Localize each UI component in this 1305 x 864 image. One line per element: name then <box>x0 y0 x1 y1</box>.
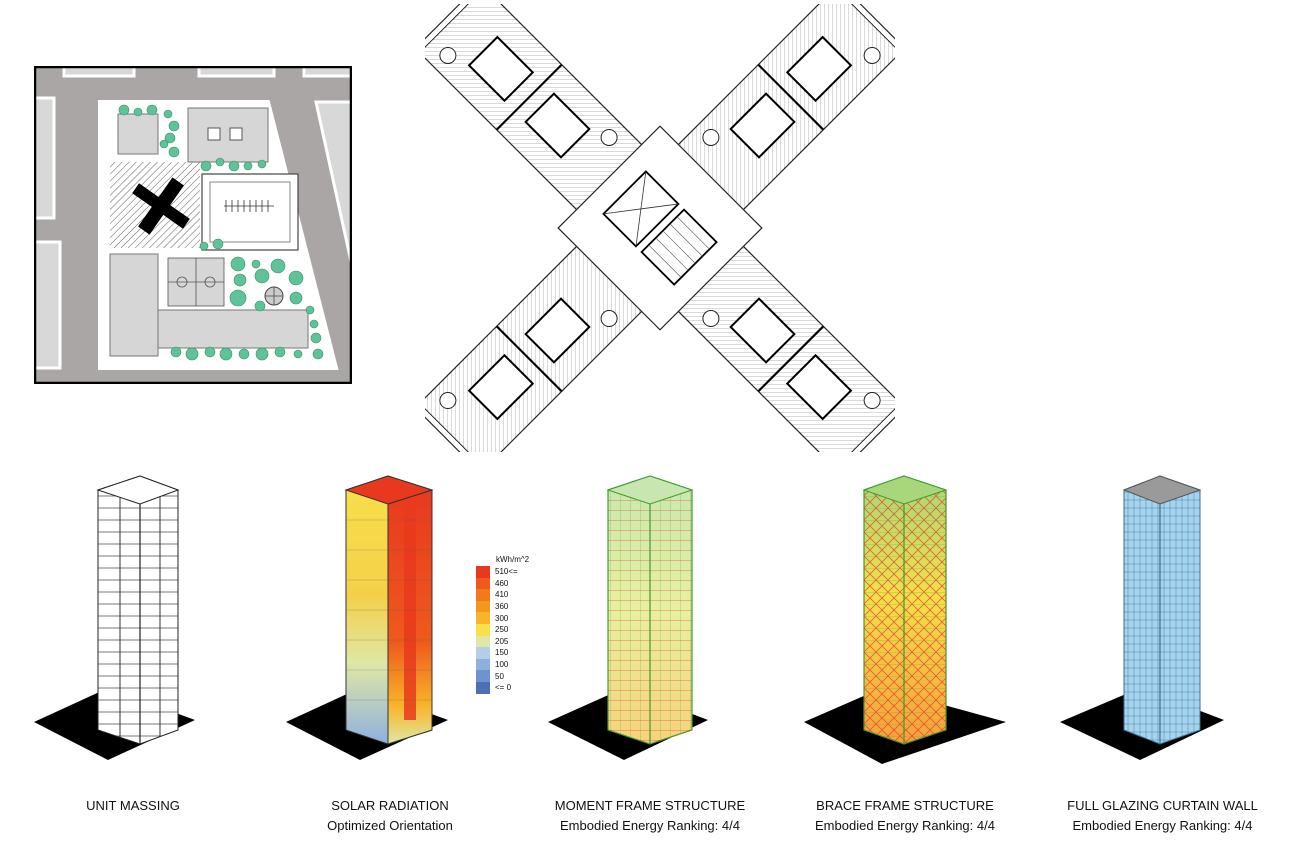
site-plan <box>34 66 352 384</box>
caption-brace-frame: BRACE FRAME STRUCTURE Embodied Energy Ra… <box>805 796 1005 836</box>
legend-label: 100 <box>495 660 509 670</box>
caption-unit-massing: UNIT MASSING <box>48 796 218 816</box>
tower-footprint <box>132 177 190 235</box>
legend-item: 510<= <box>476 566 529 578</box>
top-block <box>197 66 276 78</box>
legend-swatch <box>476 600 490 613</box>
legend-label: 410 <box>495 590 509 600</box>
wing-sw <box>425 244 644 452</box>
caption-solar-radiation: SOLAR RADIATION Optimized Orientation <box>300 796 480 836</box>
roof <box>1122 475 1202 505</box>
legend-swatch <box>476 612 490 624</box>
legend-swatch <box>476 623 490 636</box>
tower-unit-massing <box>34 475 195 760</box>
caption-title: MOMENT FRAME STRUCTURE <box>554 798 746 813</box>
existing-building <box>109 253 159 357</box>
wing-nw <box>425 4 644 212</box>
existing-building <box>157 309 309 349</box>
caption-subtitle: Embodied Energy Ranking: 4/4 <box>560 818 740 833</box>
existing-building <box>117 113 159 155</box>
legend-swatch <box>476 635 490 648</box>
top-block <box>62 66 136 78</box>
legend-label: 150 <box>495 648 509 658</box>
caption-subtitle: Embodied Energy Ranking: 4/4 <box>1072 818 1253 833</box>
legend-item: 50 <box>476 670 529 682</box>
legend-swatch <box>476 647 490 659</box>
legend-label: 510<= <box>495 567 518 577</box>
floor-plan <box>425 4 895 452</box>
legend-item: <= 0 <box>476 681 529 694</box>
legend-item: 100 <box>476 658 529 671</box>
legend-item: 150 <box>476 647 529 659</box>
caption-title: BRACE FRAME STRUCTURE <box>816 798 994 813</box>
tower-curtain-wall <box>1060 475 1224 760</box>
existing-building <box>187 107 269 163</box>
legend-label: 50 <box>495 671 504 681</box>
tower-brace-frame <box>804 475 1006 764</box>
legend-item: 300 <box>476 612 529 624</box>
legend-label: 205 <box>495 636 509 646</box>
caption-title: SOLAR RADIATION <box>331 798 449 813</box>
tower-diagrams <box>34 475 1224 764</box>
legend-label: 460 <box>495 578 509 588</box>
parking-stalls <box>224 200 274 212</box>
wing-ne <box>676 4 895 212</box>
trees <box>118 104 324 361</box>
legend-title: kWh/m^2 <box>496 555 530 564</box>
legend-swatch <box>476 658 490 671</box>
legend-item: 410 <box>476 589 529 601</box>
legend-item: 205 <box>476 635 529 648</box>
legend-item: 360 <box>476 600 529 613</box>
caption-subtitle: Optimized Orientation <box>327 818 453 833</box>
tower-solar-radiation <box>286 475 448 760</box>
right-block <box>314 100 352 267</box>
caption-subtitle: Embodied Energy Ranking: 4/4 <box>815 818 995 833</box>
tower-moment-frame <box>548 475 708 760</box>
caption-title: UNIT MASSING <box>86 798 180 813</box>
legend-item: 250 <box>476 623 529 636</box>
top-block <box>302 66 352 78</box>
left-block <box>34 96 56 220</box>
caption-title: FULL GLAZING CURTAIN WALL <box>1067 798 1258 813</box>
legend-label: 250 <box>495 625 509 635</box>
caption-moment-frame: MOMENT FRAME STRUCTURE Embodied Energy R… <box>545 796 755 836</box>
legend-label: <= 0 <box>495 683 512 693</box>
legend-item: 460 <box>476 577 529 590</box>
left-block <box>34 240 62 370</box>
legend-swatch <box>476 670 490 682</box>
caption-curtain-wall: FULL GLAZING CURTAIN WALL Embodied Energ… <box>1055 796 1270 836</box>
legend-label: 300 <box>495 613 509 623</box>
legend-swatch <box>476 577 490 590</box>
core <box>557 125 763 331</box>
legend-swatch <box>476 681 490 694</box>
legend-swatch <box>476 589 490 601</box>
legend-label: 360 <box>495 602 509 612</box>
site-plan-frame <box>34 66 352 384</box>
legend-swatch <box>476 566 490 578</box>
wing-se <box>676 244 895 452</box>
